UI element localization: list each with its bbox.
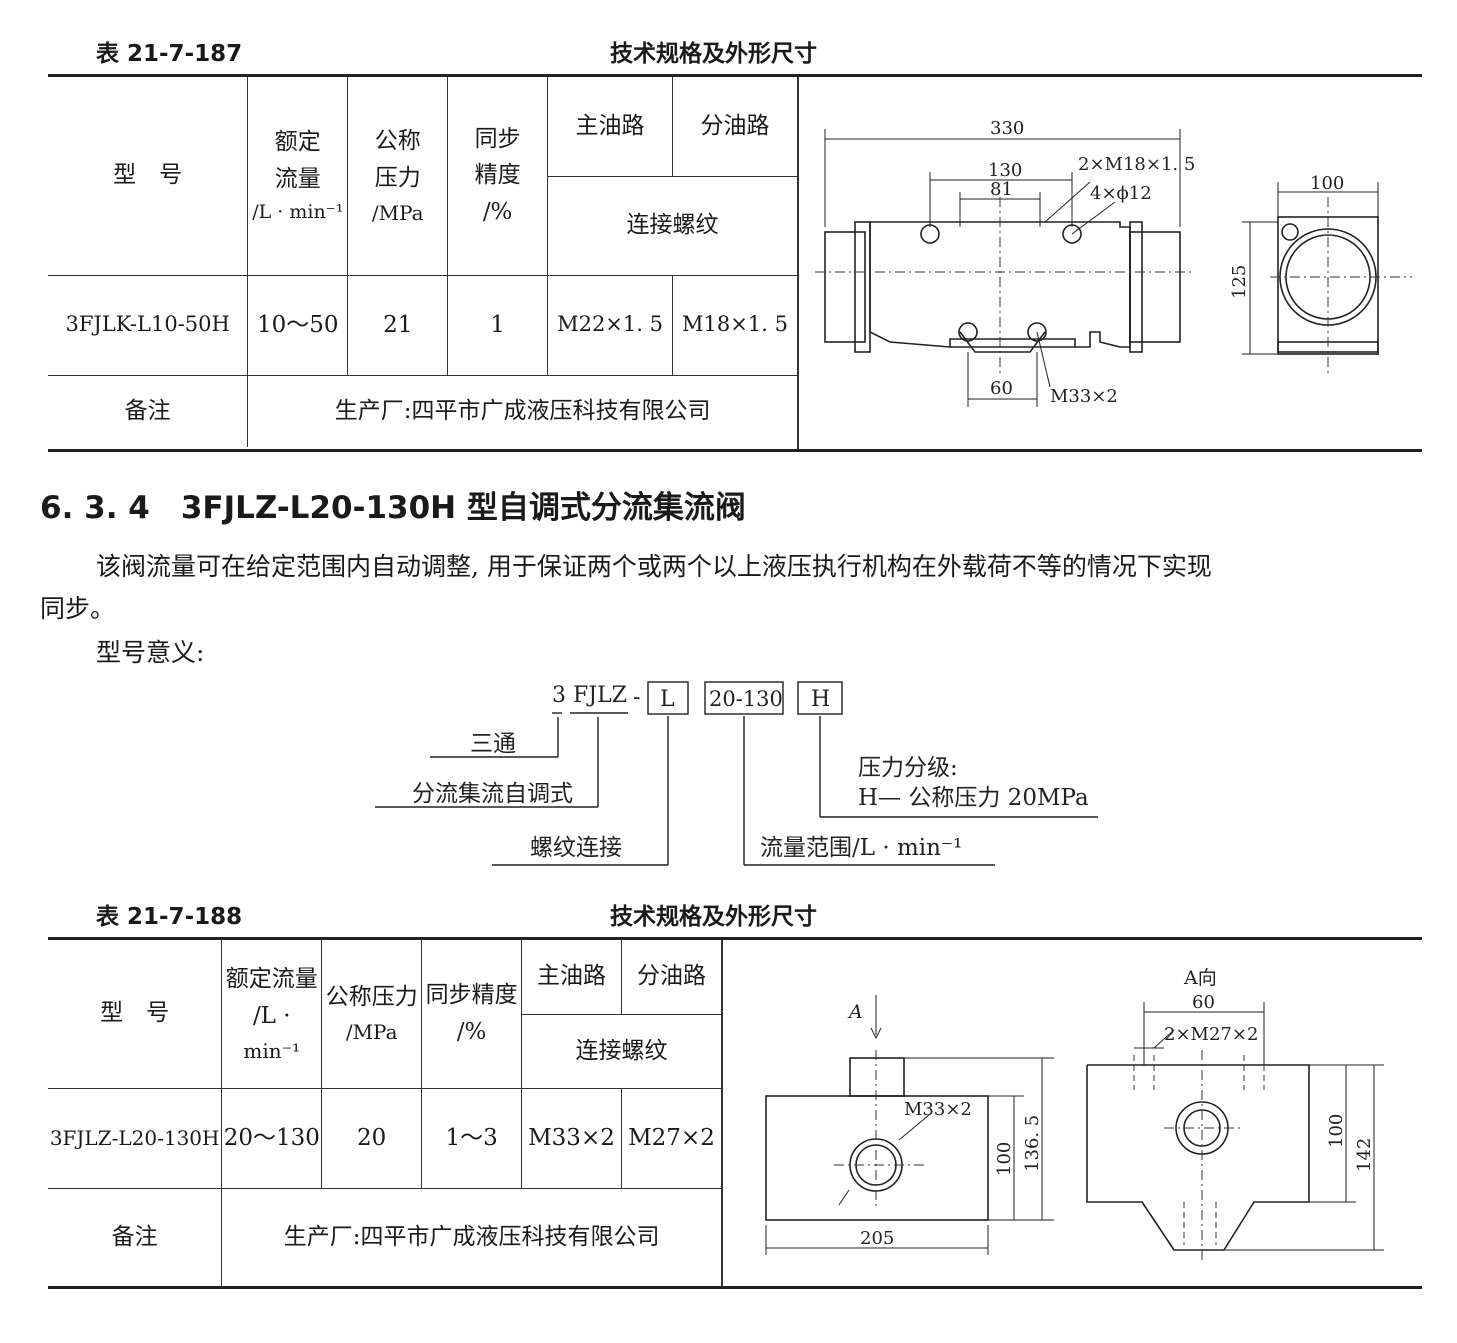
table1-cell-flow: 10～50 xyxy=(247,274,349,376)
table2-remark-label: 备注 xyxy=(48,1187,223,1286)
table1-cell-branch-thread: M18×1. 5 xyxy=(672,274,798,376)
table1-dim-60: 60 xyxy=(990,378,1013,399)
table1-dim-130: 130 xyxy=(988,160,1022,181)
table2-dim-100-right: 100 xyxy=(1326,1114,1347,1148)
table2-header-thread: 连接螺纹 xyxy=(521,1013,722,1089)
code-dash: - xyxy=(633,685,640,710)
table2-header-flow: 额定流量/L ·min⁻¹ xyxy=(221,940,323,1089)
table2-drawing-divider xyxy=(721,940,723,1286)
table1-remark-label: 备注 xyxy=(48,374,249,447)
code-box-h: H xyxy=(811,687,830,712)
code-part-fjlz: FJLZ xyxy=(573,683,627,708)
table2-dim-205: 205 xyxy=(860,1228,894,1249)
table2-outline-drawing: A M33×2 100 136. 5 205 A向 60 2×M27×2 100… xyxy=(765,967,1384,1260)
table1-cell-main-thread: M22×1. 5 xyxy=(547,274,673,376)
section-paragraph-cont: 同步。 xyxy=(40,594,116,623)
table1-cell-model: 3FJLK-L10-50H xyxy=(48,274,249,376)
table1-cell-pressure: 21 xyxy=(347,274,449,376)
table2-header-sync: 同步精度/% xyxy=(421,940,523,1089)
table1-dim-100: 100 xyxy=(1310,173,1344,194)
table2-header-branch-oil: 分油路 xyxy=(620,940,723,1015)
table1-label: 表 21-7-187 xyxy=(96,41,243,67)
code-box-range: 20-130 xyxy=(709,687,783,711)
table1-cell-sync: 1 xyxy=(447,274,549,376)
table1-header-model: 型 号 xyxy=(48,77,249,276)
table2-header-main-oil: 主油路 xyxy=(521,940,622,1015)
table2-cell-model: 3FJLZ-L20-130H xyxy=(48,1087,223,1189)
code-box-l: L xyxy=(660,687,675,712)
code-label-3: 三通 xyxy=(470,731,516,757)
table1-thread-2m18: 2×M18×1. 5 xyxy=(1078,154,1195,175)
table2-cell-main-thread: M33×2 xyxy=(521,1087,622,1189)
table1-header-thread: 连接螺纹 xyxy=(547,175,798,276)
table1-thread-m33: M33×2 xyxy=(1050,386,1118,407)
table2-cell-sync: 1～3 xyxy=(421,1087,523,1189)
table1-top-rule xyxy=(48,74,1422,77)
code-label-l: 螺纹连接 xyxy=(530,835,622,861)
table1-header-branch-oil: 分油路 xyxy=(672,77,798,177)
code-label-h-value: H— 公称压力 20MPa xyxy=(858,785,1089,811)
table2-header-pressure: 公称压力/MPa xyxy=(321,940,423,1089)
table2-thread-m33: M33×2 xyxy=(904,1099,972,1120)
code-label-h-title: 压力分级: xyxy=(858,755,958,781)
table2-dim-100-left: 100 xyxy=(994,1142,1015,1176)
table1-drawing-divider xyxy=(797,77,799,449)
table2-thread-2m27: 2×M27×2 xyxy=(1164,1024,1258,1045)
table1-dim-330: 330 xyxy=(990,118,1024,139)
table2-cell-branch-thread: M27×2 xyxy=(620,1087,723,1189)
table1-spec-table: 型 号 额定流量/L · min⁻¹ 公称压力/MPa 同步精度/% 主油路 分… xyxy=(48,77,798,447)
table2-bottom-rule xyxy=(48,1286,1422,1289)
table1-header-sync: 同步精度/% xyxy=(447,77,549,276)
table2-dim-136: 136. 5 xyxy=(1022,1115,1043,1172)
table2-caption: 技术规格及外形尺寸 xyxy=(610,904,817,930)
table2-header-model: 型 号 xyxy=(48,940,223,1089)
table1-bottom-rule xyxy=(48,449,1422,452)
table1-header-main-oil: 主油路 xyxy=(547,77,673,177)
model-meaning-label: 型号意义: xyxy=(96,638,205,667)
table1-header-flow: 额定流量/L · min⁻¹ xyxy=(247,77,349,276)
section-heading: 6. 3. 4 3FJLZ-L20-130H 型自调式分流集流阀 xyxy=(40,490,746,526)
table2-cell-pressure: 20 xyxy=(321,1087,423,1189)
table2-dim-142: 142 xyxy=(1354,1138,1375,1172)
code-label-fjlz: 分流集流自调式 xyxy=(412,781,573,807)
table2-view-a: A xyxy=(847,1001,863,1023)
code-label-range: 流量范围/L · min⁻¹ xyxy=(760,835,962,861)
section-paragraph: 该阀流量可在给定范围内自动调整, 用于保证两个或两个以上液压执行机构在外载荷不等… xyxy=(96,552,1212,581)
table1-header-pressure: 公称压力/MPa xyxy=(347,77,449,276)
model-code-diagram: 3 FJLZ - L 20-130 H 三通 分流集流自调式 螺纹连接 流量范围… xyxy=(375,681,1098,866)
table2-dim-60: 60 xyxy=(1192,992,1215,1013)
table1-holes-4phi12: 4×ϕ12 xyxy=(1090,183,1152,204)
table2-top-rule xyxy=(48,937,1422,940)
table1-caption: 技术规格及外形尺寸 xyxy=(610,41,817,67)
table2-remark: 生产厂:四平市广成液压科技有限公司 xyxy=(221,1187,722,1286)
table2-spec-table: 型 号 额定流量/L ·min⁻¹ 公称压力/MPa 同步精度/% 主油路 分油… xyxy=(48,940,723,1286)
table1-dim-125: 125 xyxy=(1229,265,1250,299)
table2-view-a-dir: A向 xyxy=(1183,967,1217,989)
table1-remark: 生产厂:四平市广成液压科技有限公司 xyxy=(247,374,798,447)
code-part-3: 3 xyxy=(552,683,566,708)
table2-cell-flow: 20～130 xyxy=(221,1087,323,1189)
table1-outline-drawing: 330 130 81 2×M18×1. 5 4×ϕ12 60 M33×2 100… xyxy=(815,118,1412,407)
table2-label: 表 21-7-188 xyxy=(96,904,243,930)
table1-dim-81: 81 xyxy=(990,179,1013,200)
